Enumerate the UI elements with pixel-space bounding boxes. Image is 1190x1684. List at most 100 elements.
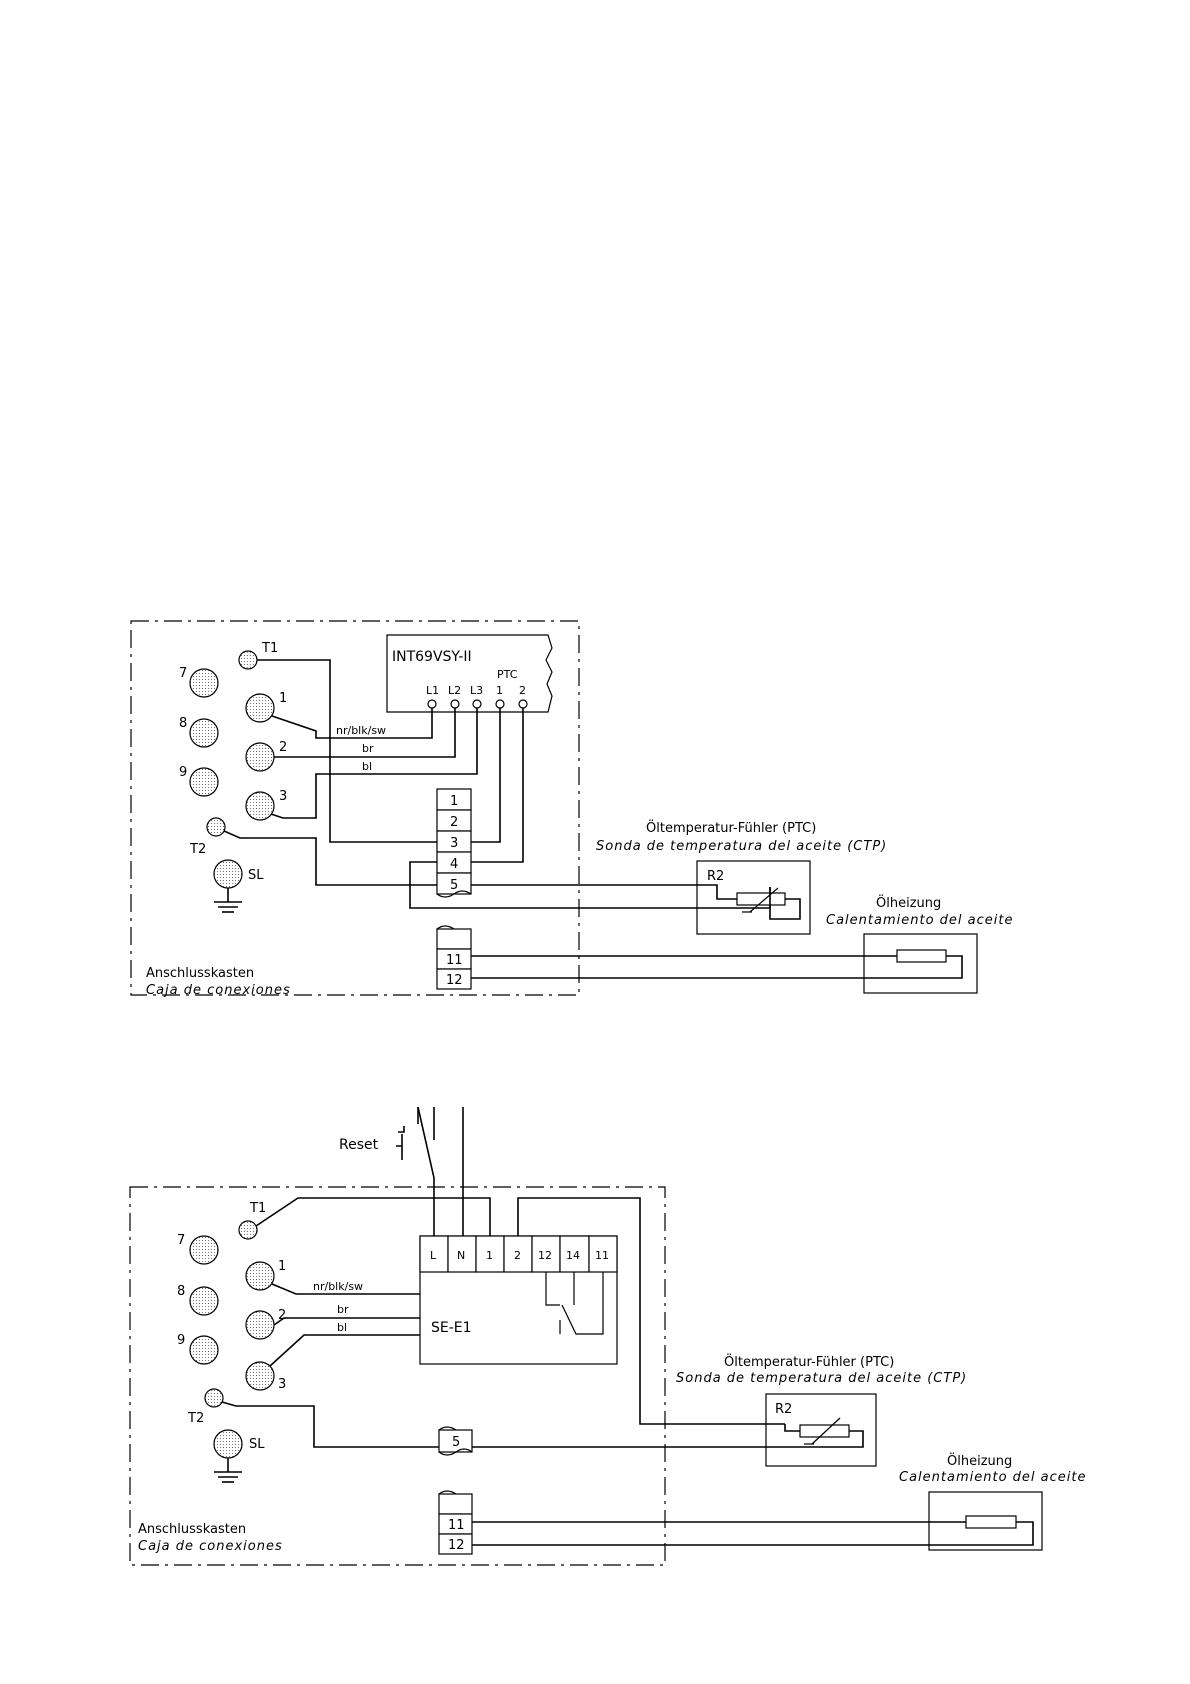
terminal-t1-label: T1 bbox=[261, 641, 278, 656]
tb1-term-2: 2 bbox=[450, 815, 458, 830]
reset-switch-icon bbox=[396, 1106, 435, 1179]
wire-heater-12 bbox=[471, 955, 963, 979]
heater-label-de-1: Ölheizung bbox=[876, 894, 941, 911]
terminal-t1-2 bbox=[238, 1220, 258, 1240]
int69-pin-ptc1 bbox=[495, 699, 505, 709]
box-label-de-2: Anschlusskasten bbox=[138, 1522, 246, 1537]
wire-t1 bbox=[257, 659, 437, 843]
ground-symbol-2 bbox=[214, 1458, 242, 1483]
se-e1-terminals: L N 1 2 12 14 11 bbox=[419, 1235, 618, 1273]
int69-term-ptc2: 2 bbox=[519, 684, 526, 697]
ptc-label: PTC bbox=[497, 668, 518, 681]
terminal-2-2 bbox=[245, 1310, 275, 1340]
heater-box-1 bbox=[863, 933, 978, 994]
terminal-t2-label-2: T2 bbox=[187, 1411, 204, 1426]
terminal-1-label-2: 1 bbox=[278, 1259, 286, 1274]
int69-term-l1: L1 bbox=[426, 684, 439, 697]
sensor-label-es-2: Sonda de temperatura del aceite (CTP) bbox=[676, 1371, 967, 1386]
wire-sensor-5 bbox=[471, 884, 718, 889]
int69-module-label: INT69VSY-II bbox=[392, 649, 472, 665]
sensor-label-de-2: Öltemperatur-Fühler (PTC) bbox=[724, 1353, 894, 1370]
se-term-12: 12 bbox=[538, 1249, 552, 1262]
heater-resistor-icon-1 bbox=[896, 949, 947, 963]
wire-label-br-2: br bbox=[337, 1303, 349, 1316]
terminal-7 bbox=[189, 668, 219, 698]
terminal-8-label-2: 8 bbox=[177, 1284, 185, 1299]
terminal-block-1b: 11 12 bbox=[436, 925, 472, 990]
heater-box-2 bbox=[928, 1491, 1043, 1551]
terminal-7-label: 7 bbox=[179, 666, 187, 681]
terminal-sl-label: SL bbox=[248, 868, 264, 883]
tb2b-term-12: 12 bbox=[448, 1538, 465, 1553]
tb1-term-5: 5 bbox=[450, 878, 458, 893]
box-label-de-1: Anschlusskasten bbox=[146, 966, 254, 981]
tb1-term-1: 1 bbox=[450, 794, 458, 809]
int69-term-ptc1: 1 bbox=[496, 684, 503, 697]
wire-ptc1 bbox=[471, 708, 501, 843]
sensor-r2-ref-2: R2 bbox=[775, 1402, 792, 1417]
sensor-label-es-1: Sonda de temperatura del aceite (CTP) bbox=[596, 839, 887, 854]
terminal-1-2 bbox=[245, 1261, 275, 1291]
terminal-block-1: 1 2 3 4 5 bbox=[436, 788, 472, 898]
se-term-n: N bbox=[457, 1249, 465, 1262]
sensor-r2-ref-1: R2 bbox=[707, 869, 724, 884]
tb1-term-4: 4 bbox=[450, 857, 458, 872]
terminal-sl bbox=[213, 859, 243, 889]
int69-pin-ptc2 bbox=[518, 699, 528, 709]
heater-label-de-2: Ölheizung bbox=[947, 1452, 1012, 1469]
int69-pin-l3 bbox=[472, 699, 482, 709]
wire-bl bbox=[270, 708, 478, 819]
terminal-sl-label-2: SL bbox=[249, 1437, 265, 1452]
tb1b-term-11: 11 bbox=[446, 953, 463, 968]
junction-box-boundary-1 bbox=[130, 620, 580, 996]
junction-box-boundary-2 bbox=[129, 1186, 666, 1566]
tb1b-term-12: 12 bbox=[446, 973, 463, 988]
terminal-3-2 bbox=[245, 1361, 275, 1391]
wire-ptc2 bbox=[471, 708, 524, 863]
int69-pin-l2 bbox=[450, 699, 460, 709]
int69-term-l2: L2 bbox=[448, 684, 461, 697]
wire-nr-blk-sw-2 bbox=[271, 1283, 420, 1295]
terminal-8 bbox=[189, 718, 219, 748]
terminal-1 bbox=[245, 693, 275, 723]
heater-resistor-icon-2 bbox=[965, 1515, 1017, 1529]
terminal-2-label-2: 2 bbox=[278, 1308, 286, 1323]
wire-t2-2 bbox=[221, 1401, 439, 1448]
terminal-block-2b: 11 12 bbox=[438, 1490, 473, 1555]
sensor-r2-box-1 bbox=[696, 860, 811, 935]
se-e1-module-label: SE-E1 bbox=[431, 1320, 472, 1336]
terminal-t2-2 bbox=[204, 1388, 224, 1408]
ground-symbol-1 bbox=[214, 888, 242, 913]
diagram-int69vsy: INT69VSY-II PTC L1 L2 L3 1 2 T1 7 1 8 2 … bbox=[130, 620, 1012, 998]
terminal-3 bbox=[245, 791, 275, 821]
terminal-2-label: 2 bbox=[279, 740, 287, 755]
terminal-2 bbox=[245, 742, 275, 772]
wire-nr-blk-sw bbox=[271, 708, 433, 739]
terminal-block-2: 5 bbox=[438, 1426, 473, 1456]
reset-label: Reset bbox=[339, 1137, 379, 1153]
wire-sensor-feed-2 bbox=[517, 1197, 785, 1425]
wire-heater-12-2 bbox=[472, 1521, 1034, 1546]
terminal-8-label: 8 bbox=[179, 716, 187, 731]
se-term-11: 11 bbox=[595, 1249, 609, 1262]
se-term-1: 1 bbox=[486, 1249, 493, 1262]
se-term-l: L bbox=[430, 1249, 437, 1262]
terminal-t1-label-2: T1 bbox=[249, 1201, 266, 1216]
sensor-r2-box-2 bbox=[765, 1393, 877, 1467]
tb1-term-3: 3 bbox=[450, 836, 458, 851]
diagram-se-e1: Reset L N 1 2 12 14 11 bbox=[129, 1106, 1085, 1566]
terminal-t2-label: T2 bbox=[189, 842, 206, 857]
terminal-1-label: 1 bbox=[279, 691, 287, 706]
int69-term-l3: L3 bbox=[470, 684, 483, 697]
wire-sensor-loop-2 bbox=[784, 1424, 864, 1438]
tb2b-term-11: 11 bbox=[448, 1518, 465, 1533]
int69-module bbox=[386, 634, 553, 713]
wire-label-nr-blk-sw: nr/blk/sw bbox=[336, 724, 386, 737]
terminal-sl-2 bbox=[213, 1429, 243, 1459]
thermistor-icon-2 bbox=[799, 1417, 850, 1445]
relay-contact-icon bbox=[545, 1272, 604, 1335]
wire-label-bl: bl bbox=[362, 760, 372, 773]
wire-br bbox=[274, 708, 456, 758]
tb2-term-5: 5 bbox=[452, 1435, 460, 1450]
int69-pin-l1 bbox=[427, 699, 437, 709]
